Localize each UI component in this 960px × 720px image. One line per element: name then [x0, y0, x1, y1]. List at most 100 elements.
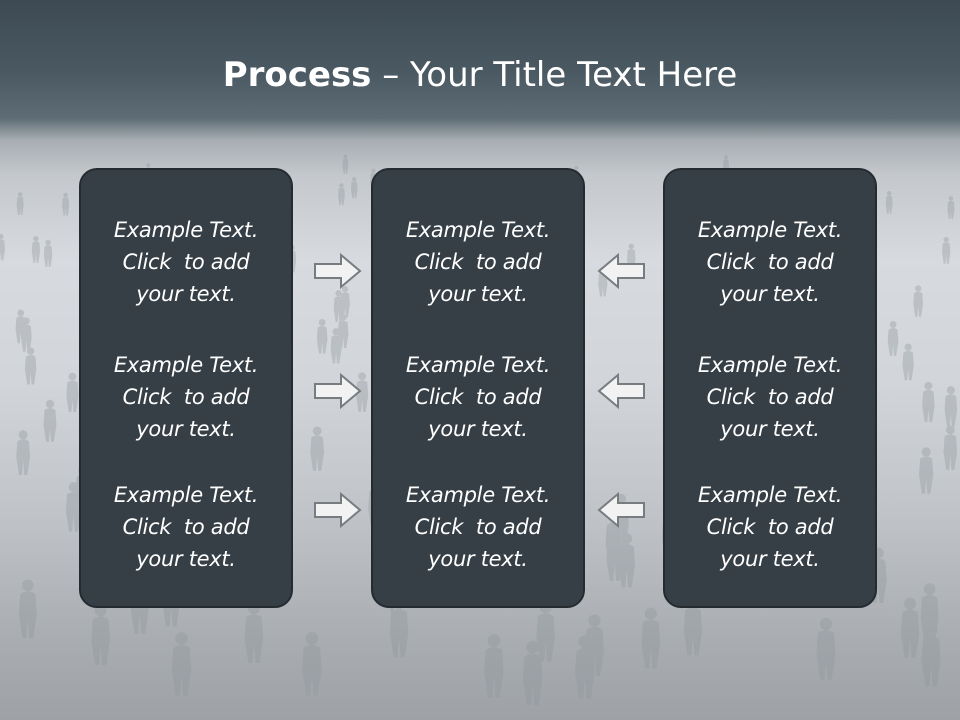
text-line: your text. [136, 547, 236, 571]
crowd-figure-body [342, 158, 349, 174]
crowd-figure-body [310, 435, 325, 471]
text-block[interactable]: Example Text. Click to add your text. [81, 479, 291, 575]
crowd-figure-body [31, 241, 41, 263]
crowd-figure-head [943, 236, 949, 243]
crowd-figure-body [606, 538, 623, 582]
crowd-figure-body [536, 613, 556, 662]
panel-right[interactable]: Example Text. Click to add your text. Ex… [663, 168, 877, 608]
text-block[interactable]: Example Text. Click to add your text. [665, 214, 875, 310]
crowd-figure-body [885, 195, 893, 214]
crowd-figure-body [350, 181, 358, 199]
crowd-figure-head [924, 381, 933, 390]
crowd-figure-body [902, 350, 914, 381]
crowd-figure-head [343, 154, 348, 159]
crowd-figure-body [15, 316, 26, 344]
text-line: Click to add [414, 385, 542, 409]
text-line: your text. [720, 547, 820, 571]
text-block[interactable]: Example Text. Click to add your text. [373, 214, 583, 310]
text-line: your text. [720, 417, 820, 441]
crowd-figure-head [45, 239, 51, 246]
text-line: Example Text. [405, 218, 551, 242]
crowd-figure-head [175, 632, 188, 645]
crowd-figure-head [339, 313, 347, 321]
crowd-figure-head [588, 614, 601, 627]
slide-title[interactable]: Process – Your Title Text Here [0, 52, 960, 98]
text-line: your text. [136, 417, 236, 441]
crowd-figure-head [358, 372, 367, 381]
text-line: your text. [428, 417, 528, 441]
crowd-figure-head [17, 309, 25, 317]
crowd-figure-body [922, 389, 935, 423]
crowd-figure-head [335, 290, 342, 297]
crowd-figure-head [17, 192, 23, 197]
crowd-figure-body [171, 644, 192, 696]
crowd-figure-body [18, 591, 37, 639]
crowd-figure-head [628, 243, 635, 250]
crowd-figure-body [91, 616, 111, 666]
crowd-figure-head [621, 533, 633, 544]
crowd-figure-body [683, 607, 703, 656]
crowd-figure-head [819, 617, 833, 631]
crowd-figure-head [341, 285, 349, 293]
crowd-figure-body [356, 380, 369, 412]
crowd-figure-body [316, 325, 328, 354]
crowd-figure-head [26, 347, 35, 355]
crowd-figure-body [921, 636, 941, 687]
crowd-figure-head [724, 155, 728, 160]
panel-middle[interactable]: Example Text. Click to add your text. Ex… [371, 168, 585, 608]
crowd-figure-head [904, 597, 917, 610]
crowd-figure-head [578, 635, 592, 648]
crowd-figure-body [605, 522, 622, 565]
crowd-figure-head [22, 317, 30, 325]
crowd-figure-body [333, 296, 344, 322]
text-line: Example Text. [113, 483, 259, 507]
crowd-figure-body [943, 434, 958, 470]
text-line: Click to add [122, 515, 250, 539]
title-bold: Process [222, 55, 372, 95]
crowd-figure-head [609, 527, 621, 539]
panel-left[interactable]: Example Text. Click to add your text. Ex… [79, 168, 293, 608]
arrow-right-icon [314, 252, 362, 290]
text-line: Example Text. [405, 353, 551, 377]
text-line: Example Text. [697, 218, 843, 242]
text-block[interactable]: Example Text. Click to add your text. [373, 479, 583, 575]
text-line: Click to add [414, 515, 542, 539]
arrow-left-icon [597, 491, 645, 529]
crowd-figure-head [33, 235, 39, 242]
crowd-figure-body [887, 328, 899, 356]
crowd-figure-head [146, 163, 151, 168]
crowd-figure-body [618, 543, 636, 588]
text-line: Example Text. [697, 483, 843, 507]
crowd-figure-body [24, 354, 37, 385]
crowd-figure-head [948, 196, 954, 201]
crowd-figure-body [43, 408, 57, 442]
crowd-figure-head [318, 319, 326, 326]
crowd-figure-body [389, 609, 409, 658]
crowd-figure-head [923, 583, 936, 595]
crowd-figure-head [924, 623, 938, 637]
title-rest: – Your Title Text Here [371, 55, 738, 95]
crowd-figure-body [522, 653, 543, 706]
crowd-figure-body [338, 187, 345, 206]
crowd-figure-body [598, 272, 608, 297]
text-block[interactable]: Example Text. Click to add your text. [665, 479, 875, 575]
text-block[interactable]: Example Text. Click to add your text. [665, 349, 875, 445]
crowd-figure-head [574, 165, 579, 170]
crowd-figure-head [339, 183, 344, 188]
text-line: Example Text. [113, 353, 259, 377]
arrow-right-icon [314, 491, 362, 529]
text-line: Example Text. [113, 218, 259, 242]
crowd-figure-body [337, 320, 349, 349]
crowd-figure-head [945, 425, 955, 435]
crowd-figure-body [816, 630, 836, 680]
crowd-figure-head [915, 285, 922, 292]
text-block[interactable]: Example Text. Click to add your text. [81, 349, 291, 445]
text-block[interactable]: Example Text. Click to add your text. [81, 214, 291, 310]
text-block[interactable]: Example Text. Click to add your text. [373, 349, 583, 445]
crowd-figure-body [919, 456, 934, 494]
crowd-figure-body [330, 335, 342, 364]
crowd-figure-body [900, 609, 920, 658]
crowd-figure-body [43, 245, 53, 267]
crowd-figure-body [913, 291, 924, 317]
crowd-figure-head [946, 386, 955, 395]
